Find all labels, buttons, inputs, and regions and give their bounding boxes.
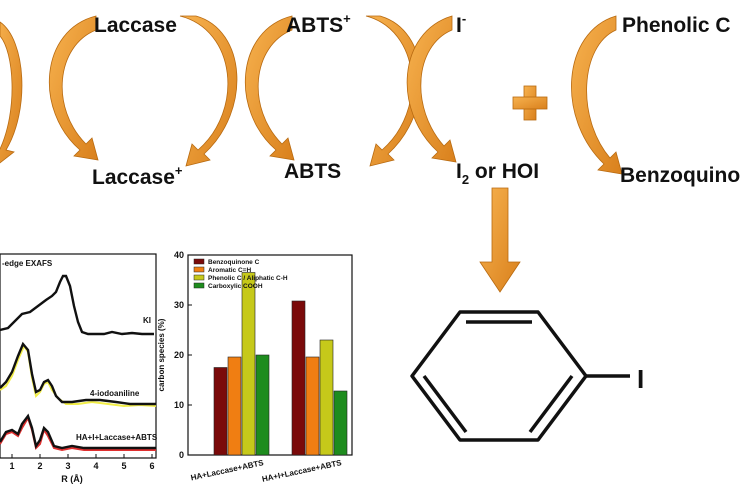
legend-label: Carboxylic COOH	[208, 283, 263, 290]
bar-ylabel: carbon species (%)	[157, 318, 166, 391]
laccase-label: Laccase	[94, 14, 177, 37]
exafs-xtick: 5	[121, 461, 126, 471]
exafs-xtick: 1	[9, 461, 14, 471]
iodoaniline-fit-trace	[0, 343, 157, 408]
legend-swatch	[193, 266, 205, 273]
bar	[291, 300, 306, 456]
trace-label-iodoaniline: 4-iodoaniline	[90, 389, 140, 398]
bar	[333, 390, 348, 456]
bar	[305, 356, 320, 456]
bar	[227, 356, 242, 456]
ki-trace	[0, 274, 154, 336]
trace-label-ha: HA+I+Laccase+ABTS	[76, 433, 158, 442]
bar	[319, 339, 334, 456]
exafs-title: -edge EXAFS	[2, 259, 53, 268]
bar	[241, 272, 256, 456]
iodobenzene-structure	[410, 310, 630, 442]
ha-trace	[0, 413, 156, 450]
bar-category-label: HA+I+Laccase+ABTS	[261, 458, 343, 484]
bar-ytick-label: 30	[174, 300, 184, 310]
iodoaniline-trace	[0, 341, 156, 406]
laccase-oxidized-label: Laccase+	[92, 163, 183, 189]
curved-arrow-icon	[48, 15, 99, 161]
trace-label-ki: KI	[143, 316, 151, 325]
iodide-label: I-	[456, 11, 466, 37]
bar-ytick-label: 40	[174, 250, 184, 260]
curved-arrow-icon	[244, 15, 295, 161]
curved-arrow-icon	[365, 15, 422, 167]
bar	[255, 354, 270, 456]
legend-label: Phenolic C / Aliphatic C-H	[208, 275, 288, 282]
legend-label: Benzoquinone C	[208, 259, 260, 266]
curved-arrow-icon	[0, 21, 23, 164]
exafs-xlabel: R (Å)	[61, 474, 83, 484]
curved-arrow-icon	[406, 15, 457, 163]
exafs-plot: -edge EXAFS KI 4-iodoaniline HA+I+Laccas…	[0, 253, 158, 484]
carbon-species-bar-chart: 0 10 20 30 40 carbon species (%) HA+Laccase+AB…	[157, 250, 353, 484]
bar-category-label: HA+Laccase+ABTS	[190, 458, 265, 482]
legend-swatch	[193, 258, 205, 265]
bar-ytick-label: 0	[179, 450, 184, 460]
curved-arrow-icon	[179, 15, 238, 167]
abts-label: ABTS	[284, 160, 341, 183]
legend-swatch	[193, 274, 205, 281]
abts-oxidized-label: ABTS+	[286, 11, 351, 37]
plus-icon	[512, 85, 548, 121]
phenolic-label: Phenolic C	[622, 14, 731, 37]
benzoquinone-label: Benzoquino	[620, 164, 740, 187]
exafs-frame	[0, 253, 157, 459]
bar-ytick-label: 10	[174, 400, 184, 410]
exafs-xtick: 3	[65, 461, 70, 471]
legend-label: Aromatic C=H	[208, 267, 251, 274]
exafs-xtick: 6	[149, 461, 154, 471]
iodine-label: I2 or HOI	[456, 160, 539, 187]
cycle-labels: Laccase Laccase+ ABTS+ ABTS I- I2 or HOI…	[92, 11, 740, 189]
legend-swatch	[193, 282, 205, 289]
bar	[213, 367, 228, 456]
iodine-substituent-label: I	[637, 364, 644, 394]
cycle-arrows	[0, 15, 623, 175]
exafs-xtick: 2	[37, 461, 42, 471]
exafs-xtick: 4	[93, 461, 98, 471]
curved-arrow-icon	[571, 15, 623, 175]
down-arrow-icon	[479, 187, 521, 293]
bar-ytick-label: 20	[174, 350, 184, 360]
exafs-x-ticks	[11, 454, 153, 458]
